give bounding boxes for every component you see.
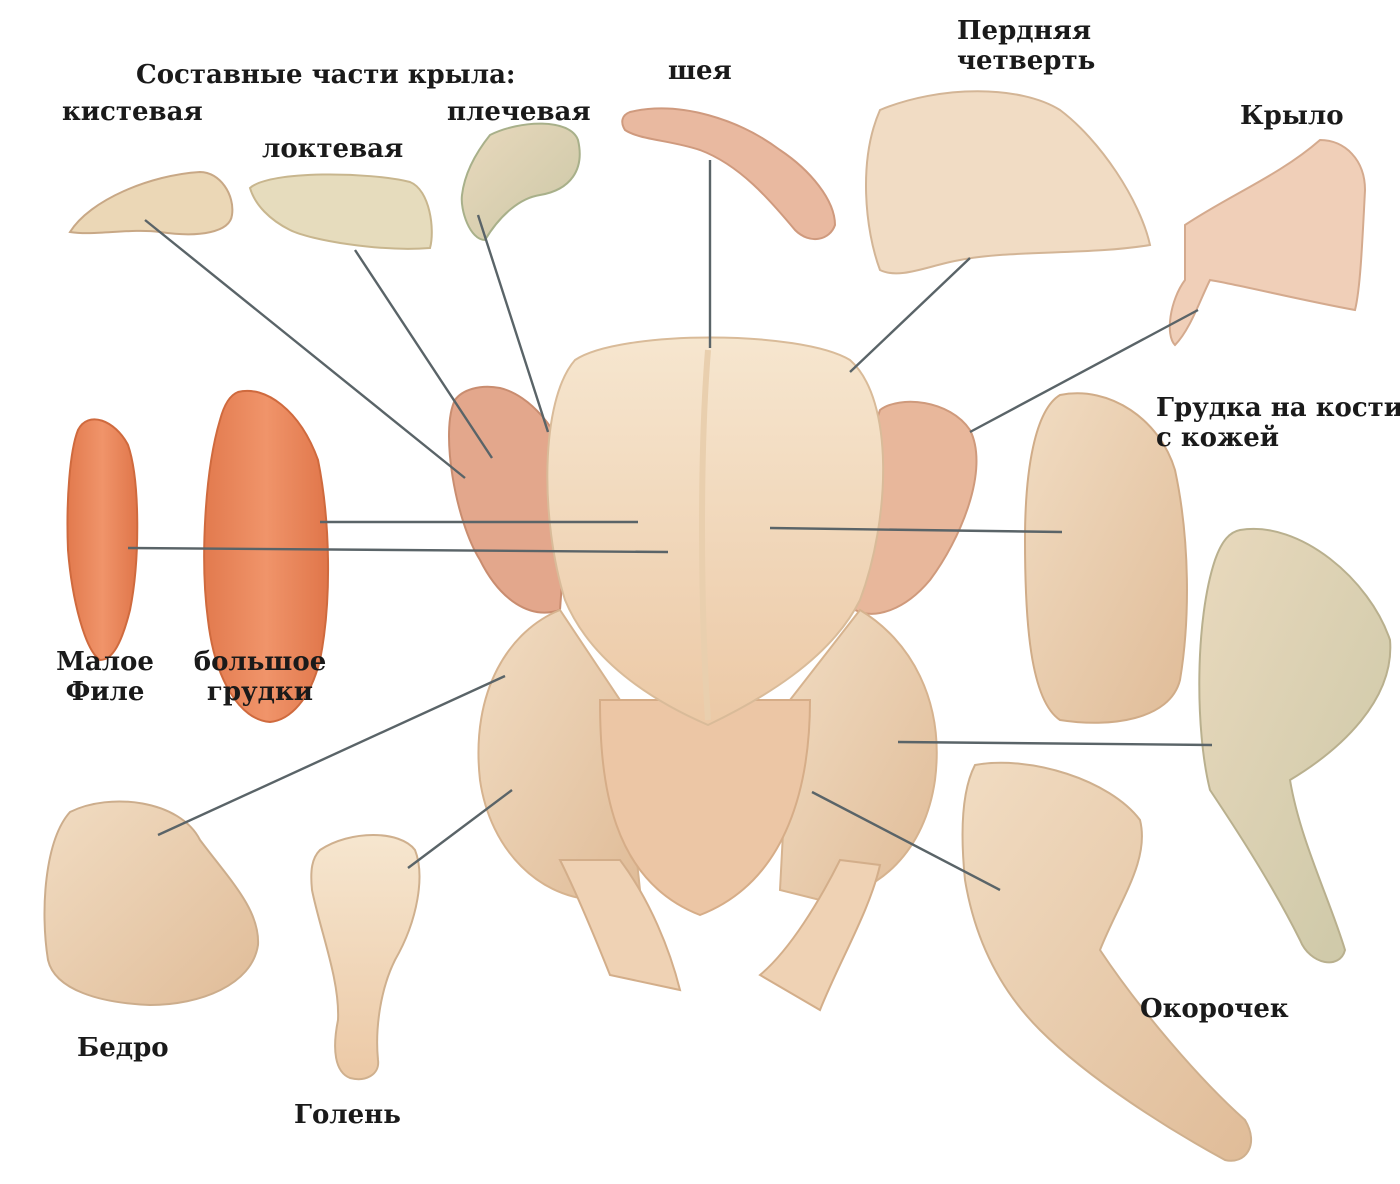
- label-front-quarter: Пердняя четверть: [957, 16, 1095, 76]
- label-wing-parts-title: Составные части крыла:: [136, 60, 516, 90]
- label-neck: шея: [668, 56, 732, 86]
- label-front-quarter-line2: четверть: [957, 46, 1095, 76]
- label-thigh: Бедро: [77, 1033, 169, 1063]
- label-large-fillet-line2: грудки: [190, 677, 330, 707]
- thigh-piece: [44, 801, 258, 1005]
- leader-leg-quarter-upright: [898, 742, 1212, 745]
- label-large-fillet-line1: большое: [190, 647, 330, 677]
- label-breast-on-bone-line2: с кожей: [1156, 423, 1400, 453]
- label-breast-on-bone: Грудка на кости с кожей: [1156, 393, 1400, 453]
- label-elbow: локтевая: [262, 134, 403, 164]
- leader-front-quarter: [850, 258, 970, 372]
- wing-flat-piece: [250, 174, 432, 248]
- label-front-quarter-line1: Пердняя: [957, 16, 1095, 46]
- label-shoulder: плечевая: [447, 97, 591, 127]
- small-fillet-piece: [67, 419, 137, 660]
- label-wrist: кистевая: [62, 97, 203, 127]
- label-wing: Крыло: [1240, 101, 1344, 131]
- front-quarter-piece: [866, 91, 1150, 273]
- label-breast-on-bone-line1: Грудка на кости: [1156, 393, 1400, 423]
- label-small-fillet-line1: Малое: [50, 647, 160, 677]
- leg-quarter-piece: [962, 763, 1251, 1161]
- leg-quarter-upright-piece: [1199, 529, 1390, 962]
- whole-carcass: [449, 338, 976, 1011]
- label-drumstick: Голень: [294, 1100, 401, 1130]
- label-large-fillet: большое грудки: [190, 647, 330, 707]
- neck-piece: [622, 108, 835, 239]
- label-small-fillet-line2: Филе: [50, 677, 160, 707]
- label-leg-quarter: Окорочек: [1140, 994, 1289, 1024]
- whole-wing-piece: [1170, 140, 1365, 345]
- drumstick-piece: [311, 835, 419, 1079]
- leader-elbow: [355, 250, 492, 458]
- label-small-fillet: Малое Филе: [50, 647, 160, 707]
